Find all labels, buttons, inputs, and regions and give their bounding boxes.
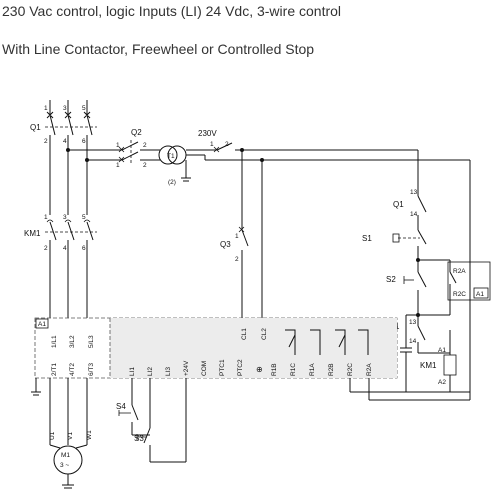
km1-coil-a1: A1 (438, 347, 446, 354)
note-2: (2) (168, 179, 176, 186)
km1-label: KM1 (24, 229, 41, 238)
q1-pole-2: 2 (44, 138, 48, 145)
q1-label: Q1 (30, 123, 41, 132)
q3-pole-1: 1 (235, 233, 239, 240)
km1-pole-5: 5 (82, 214, 86, 221)
diagram-subtitle: With Line Contactor, Freewheel or Contro… (2, 41, 315, 57)
km1-coil-a2: A2 (438, 379, 446, 386)
term-r2a: R2A (366, 363, 373, 376)
km1-pole-4: 4 (63, 245, 67, 252)
term-r2b: R2B (328, 363, 335, 376)
s1-label: S1 (362, 234, 372, 243)
motor-phase-label: 3 ~ (60, 462, 69, 469)
t1-label: T1 (167, 153, 175, 160)
sw230-pole-2: 2 (225, 141, 229, 148)
term-r1c: R1C (290, 363, 297, 376)
term-ground: ⊕ (256, 365, 263, 374)
term-4t2: 4/T2 (69, 363, 76, 376)
r2c-box-label: R2C (453, 291, 466, 298)
km1-pole-3: 3 (63, 214, 67, 221)
power-lines (45, 100, 122, 318)
km1-pole-1: 1 (44, 214, 48, 221)
motor-v1: V1 (67, 432, 74, 440)
q2-pole-1b: 1 (116, 162, 120, 169)
voltage-230v: 230V (198, 129, 217, 138)
q1-pole-4: 4 (63, 138, 67, 145)
s2-label: S2 (386, 275, 396, 284)
q2-breaker (118, 140, 160, 165)
q1-pole-3: 3 (63, 105, 67, 112)
term-cl1: CL1 (241, 328, 248, 340)
control-bus (186, 142, 471, 368)
km1-pole-6: 6 (82, 245, 86, 252)
q3-label: Q3 (220, 240, 231, 249)
q2-pole-2b: 2 (143, 162, 147, 169)
q1-pole-6: 6 (82, 138, 86, 145)
term-cl2: CL2 (261, 328, 268, 340)
term-li1: LI1 (129, 367, 136, 376)
term-r1b: R1B (271, 363, 278, 376)
r2a-box-label: R2A (453, 268, 466, 275)
right-control-branch (392, 175, 491, 393)
term-1l1: 1/L1 (51, 335, 58, 348)
s4-label: S4 (116, 402, 126, 411)
transformer-t1 (158, 145, 205, 182)
relay-wiring (349, 378, 471, 401)
motor-wiring (31, 378, 88, 489)
term-r1a: R1A (309, 363, 316, 376)
km1-pole-2: 2 (44, 245, 48, 252)
q1-aux-label: Q1 (393, 200, 404, 209)
q2-pole-1: 1 (116, 142, 120, 149)
q1-pole-5: 5 (82, 105, 86, 112)
term-li2: LI2 (147, 367, 154, 376)
motor-u1: U1 (49, 431, 56, 440)
q1-pole-1: 1 (44, 105, 48, 112)
term-3l2: 3/L2 (69, 335, 76, 348)
q1-aux-13: 13 (410, 189, 418, 196)
q1-aux-14: 14 (410, 211, 418, 218)
sw230-pole-1: 1 (210, 141, 214, 148)
q2-label: Q2 (131, 128, 142, 137)
km1-coil-label: KM1 (420, 361, 437, 370)
term-2t1: 2/T1 (51, 363, 58, 376)
s3-label: S3 (134, 434, 144, 443)
input-wiring (118, 378, 187, 463)
term-r2c: R2C (347, 363, 354, 376)
motor-m1-label: M1 (61, 452, 70, 459)
motor-w1: W1 (86, 430, 93, 440)
term-24v: +24V (183, 360, 190, 376)
a1-box-label: A1 (476, 291, 484, 298)
term-com: COM (201, 361, 208, 376)
drive-a1-label: A1 (38, 321, 46, 328)
q3-pole-2: 2 (235, 256, 239, 263)
term-5l3: 5/L3 (88, 335, 95, 348)
term-ptc1: PTC1 (219, 359, 226, 376)
term-ptc2: PTC2 (237, 359, 244, 376)
diagram-title: 230 Vac control, logic Inputs (LI) 24 Vd… (2, 3, 342, 19)
term-li3: LI3 (165, 367, 172, 376)
term-6t3: 6/T3 (88, 363, 95, 376)
drive-box (34, 317, 398, 379)
km1-aux-13: 13 (409, 319, 417, 326)
q2-pole-2: 2 (143, 142, 147, 149)
km1-aux-14: 14 (409, 338, 417, 345)
